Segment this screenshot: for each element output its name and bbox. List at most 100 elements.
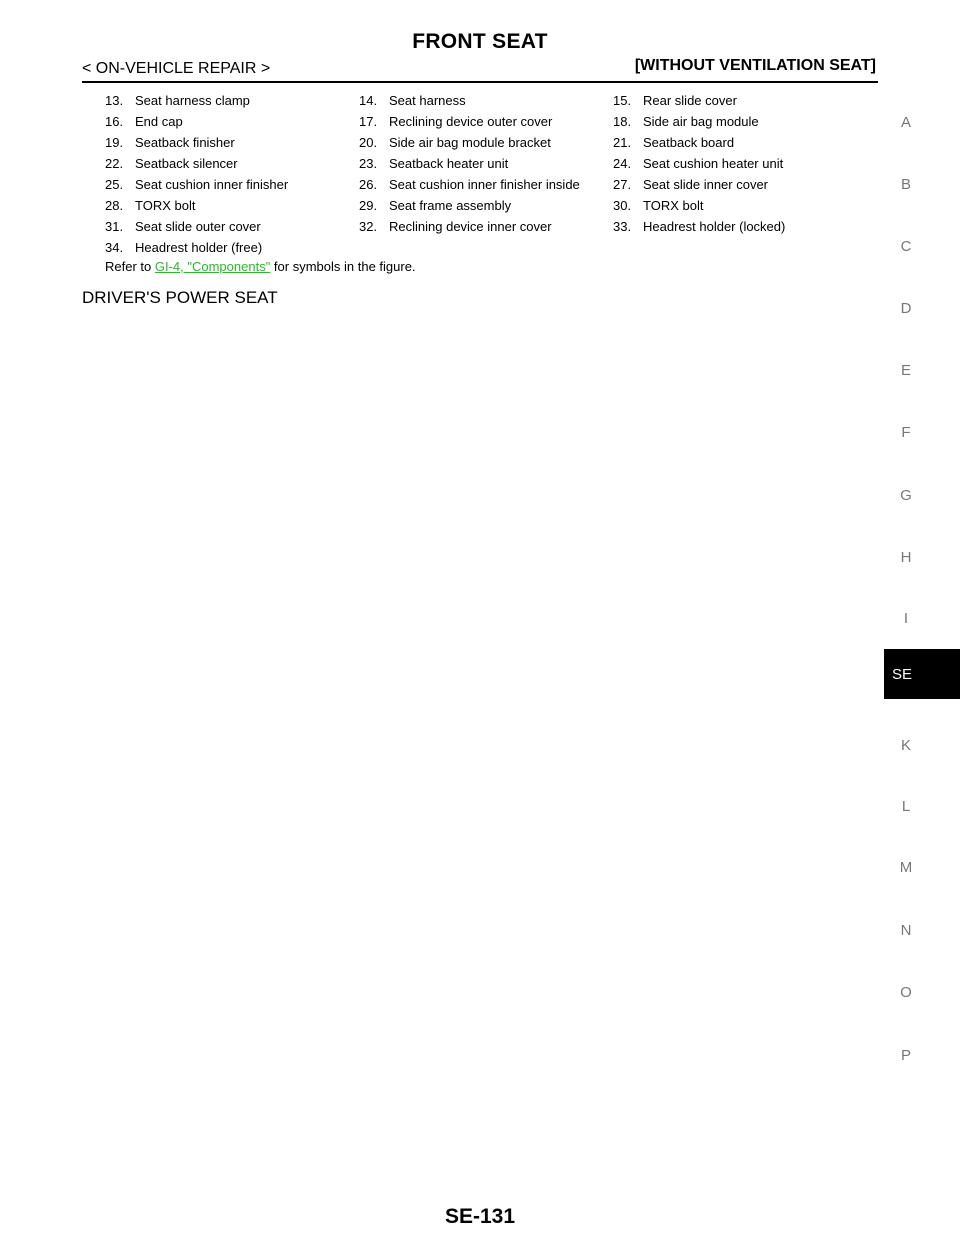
page-number: SE-131	[444, 1205, 516, 1228]
section-title: DRIVER'S POWER SEAT	[82, 288, 278, 307]
legend-item-number: 30.	[613, 198, 632, 213]
legend-item-label: Side air bag module	[643, 114, 759, 129]
legend-row: 19. Seatback finisher 20. Side air bag modu…	[105, 132, 865, 153]
legend-item-label: Seatback finisher	[135, 135, 235, 150]
legend-item: 21. Seatback board	[613, 132, 865, 153]
legend-item-number: 31.	[105, 219, 124, 234]
legend-item-number: 33.	[613, 219, 632, 234]
legend-item-number: 23.	[359, 156, 378, 171]
legend-item: 30. TORX bolt	[613, 195, 865, 216]
index-tab[interactable]: O	[900, 984, 912, 1001]
index-tab[interactable]: N	[900, 922, 912, 939]
legend-item-number: 22.	[105, 156, 124, 171]
index-tab[interactable]: H	[900, 549, 912, 566]
legend-item-label: TORX bolt	[643, 198, 704, 213]
index-tab[interactable]: B	[900, 176, 911, 193]
index-tab[interactable]: A	[900, 114, 911, 131]
index-tab[interactable]: F	[901, 424, 911, 441]
legend-item-label: Seat slide outer cover	[135, 219, 261, 234]
index-tab[interactable]: G	[900, 487, 912, 504]
legend-item: 22. Seatback silencer	[105, 153, 359, 174]
legend-item-label: Headrest holder (locked)	[643, 219, 786, 234]
legend-item: 26. Seat cushion inner finisher inside	[359, 174, 613, 195]
legend-item: 13. Seat harness clamp	[105, 90, 359, 111]
legend-item-number: 27.	[613, 177, 632, 192]
legend-item-label: TORX bolt	[135, 198, 196, 213]
legend-item-number: 15.	[613, 93, 632, 108]
legend-item-label: Seat frame assembly	[389, 198, 512, 213]
index-tab[interactable]: I	[903, 610, 909, 627]
reference-suffix: for symbols in the figure.	[270, 259, 416, 274]
index-tab[interactable]: E	[900, 362, 911, 379]
legend-item: 19. Seatback finisher	[105, 132, 359, 153]
legend-item-number: 16.	[105, 114, 124, 129]
legend-item-label: End cap	[135, 114, 183, 129]
legend-row: 31. Seat slide outer cover 32. Reclining de…	[105, 216, 865, 237]
legend-item-label: Seatback heater unit	[389, 156, 509, 171]
legend-row: 22. Seatback silencer 23. Seatback heater u…	[105, 153, 865, 174]
index-tab[interactable]: L	[901, 798, 911, 815]
header-rule	[82, 81, 878, 83]
legend-item: 16. End cap	[105, 111, 359, 132]
legend-item: 14.Seat harness	[359, 90, 613, 111]
components-link[interactable]: GI-4, "Components"	[154, 259, 271, 274]
legend-row: 28. TORX bolt 29. Seat frame assembly 30. TOR…	[105, 195, 865, 216]
index-tab[interactable]: K	[900, 737, 911, 754]
legend-item-label: Rear slide cover	[643, 93, 737, 108]
legend-item: 18. Side air bag module	[613, 111, 865, 132]
legend-item-label: Seat cushion inner finisher inside	[389, 177, 580, 192]
legend-item-number: 26.	[359, 177, 378, 192]
legend-item-label: Headrest holder (free)	[135, 240, 263, 255]
legend-item: 24. Seat cushion heater unit	[613, 153, 865, 174]
legend-item-number: 32.	[359, 219, 378, 234]
index-tab[interactable]: M	[899, 859, 913, 876]
legend-item-number: 20.	[359, 135, 378, 150]
legend-item: 17. Reclining device outer cover	[359, 111, 613, 132]
chapter-label: < ON-VEHICLE REPAIR >	[82, 60, 271, 77]
section-index: A B C D E F G H I SE K L M N O P	[884, 0, 960, 1242]
reference-prefix: Refer to	[105, 259, 155, 274]
legend-item-label: Seat harness clamp	[135, 93, 250, 108]
legend-item: 33. Headrest holder (locked)	[613, 216, 865, 237]
legend-item-number: 13.	[105, 93, 124, 108]
legend-item: 31. Seat slide outer cover	[105, 216, 359, 237]
legend-item-number: 19.	[105, 135, 124, 150]
legend-item: 28. TORX bolt	[105, 195, 359, 216]
legend-item-label: Seatback board	[643, 135, 735, 150]
legend-item: 23. Seatback heater unit	[359, 153, 613, 174]
legend-item-number: 18.	[613, 114, 632, 129]
legend-item: 27. Seat slide inner cover	[613, 174, 865, 195]
index-tab[interactable]: D	[900, 300, 912, 317]
legend-item-label: Reclining device outer cover	[389, 114, 553, 129]
index-tab-active[interactable]: SE	[884, 649, 960, 699]
legend-item: 32. Reclining device inner cover	[359, 216, 613, 237]
legend-item-label: Seat cushion inner finisher	[135, 177, 289, 192]
legend-item-label: Seat harness	[389, 93, 466, 108]
legend-row: 34. Headrest holder (free)	[105, 237, 865, 258]
legend-row: 25. Seat cushion inner finisher 26. Seat cu…	[105, 174, 865, 195]
legend-item-label: Reclining device inner cover	[389, 219, 552, 234]
legend-item: 34. Headrest holder (free)	[105, 237, 359, 258]
legend-item-label: Seatback silencer	[135, 156, 238, 171]
legend-item	[613, 237, 865, 258]
legend-item: 25. Seat cushion inner finisher	[105, 174, 359, 195]
index-tab[interactable]: P	[900, 1047, 911, 1064]
legend-row: 16. End cap 17. Reclining device outer cove…	[105, 111, 865, 132]
legend-item-number: 24.	[613, 156, 632, 171]
legend-item: 29. Seat frame assembly	[359, 195, 613, 216]
index-tab[interactable]: C	[900, 238, 912, 255]
legend-item-label: Seat slide inner cover	[643, 177, 769, 192]
page-title: FRONT SEAT	[412, 30, 548, 53]
legend-item-label: Seat cushion heater unit	[643, 156, 784, 171]
legend-item: 20. Side air bag module bracket	[359, 132, 613, 153]
legend-item	[359, 237, 613, 258]
legend-item-number: 34.	[105, 240, 124, 255]
legend-item-number: 28.	[105, 198, 124, 213]
legend-item-number: 29.	[359, 198, 378, 213]
legend-item-number: 21.	[613, 135, 632, 150]
legend-item-number: 25.	[105, 177, 124, 192]
legend-item-label: Side air bag module bracket	[389, 135, 551, 150]
legend-item-number: 17.	[359, 114, 378, 129]
